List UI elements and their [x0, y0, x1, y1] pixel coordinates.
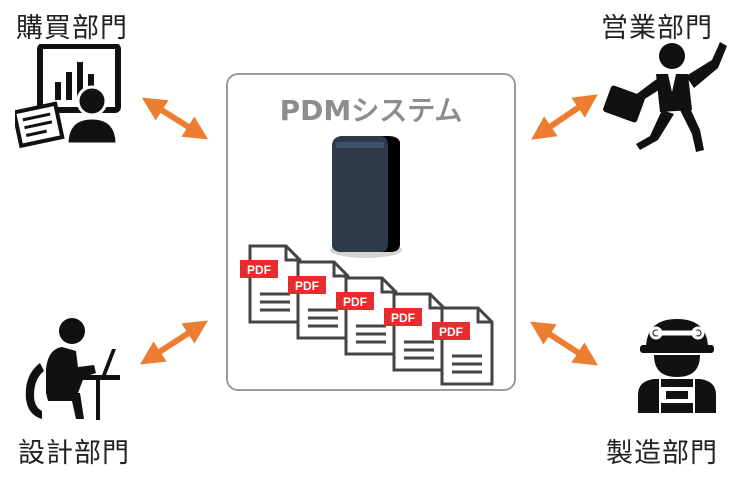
pdf-label: PDF: [247, 263, 271, 277]
pdf-document-icon: [336, 276, 398, 356]
department-label-sales: 営業部門: [601, 13, 713, 44]
engineer-at-laptop-icon: [25, 318, 120, 420]
pdm-system-title: PDMシステム: [279, 94, 463, 127]
department-label-manufacturing: 製造部門: [606, 438, 718, 469]
server-icon: [330, 136, 402, 258]
pdf-document-icon: [240, 244, 302, 324]
pdf-label: PDF: [391, 311, 415, 325]
pdf-document-icon: [432, 306, 494, 386]
pdf-document-icon: [288, 260, 350, 340]
factory-worker-icon: [638, 319, 716, 413]
businessman-running-icon: [603, 42, 727, 152]
department-label-purchase: 購買部門: [16, 13, 128, 44]
pdf-documents-stack: PDF PDF PDF PDF PDF: [240, 244, 494, 386]
pdf-label: PDF: [343, 295, 367, 309]
pdf-label: PDF: [295, 279, 319, 293]
pdf-label: PDF: [439, 325, 463, 339]
department-label-design: 設計部門: [18, 438, 130, 469]
presentation-icon: [15, 44, 121, 149]
